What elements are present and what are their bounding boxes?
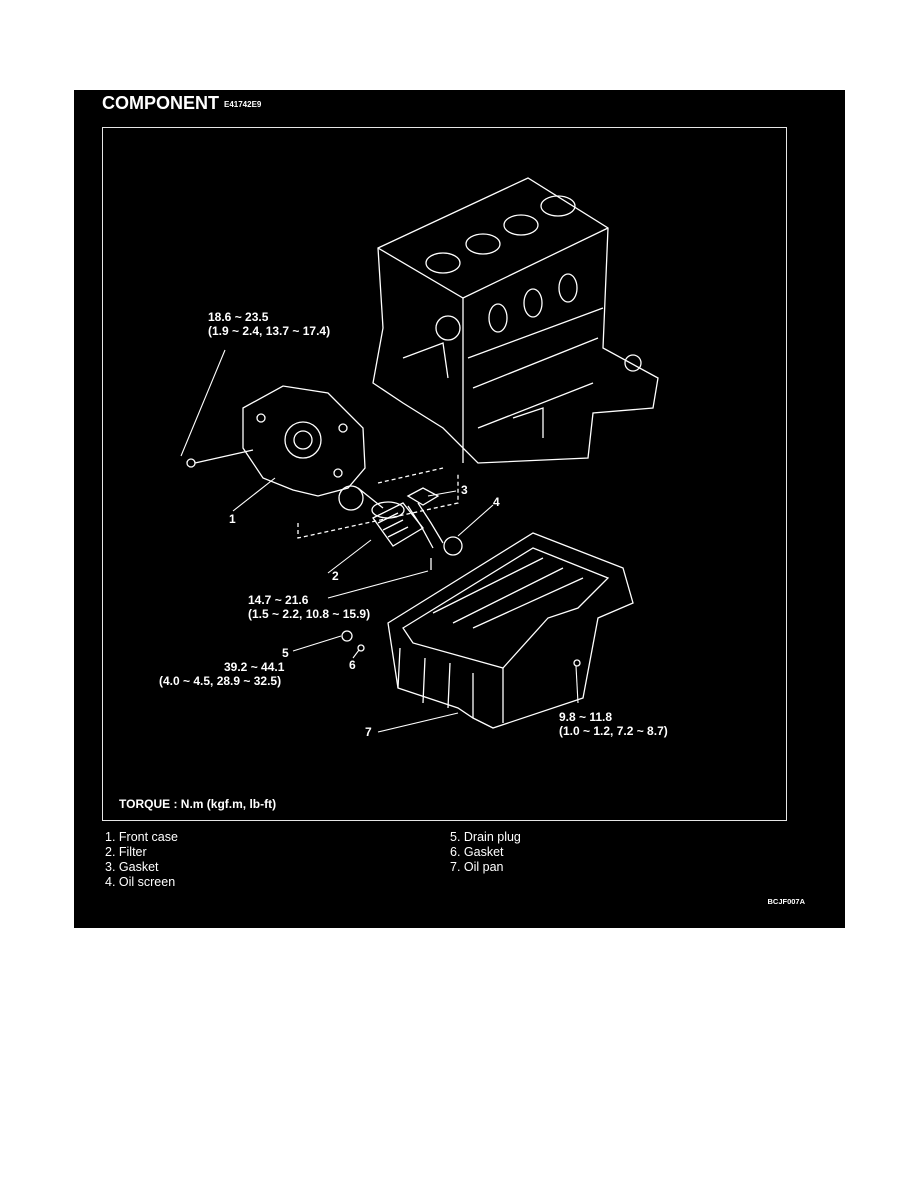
oil-pan-illustration (341, 532, 634, 729)
legend-left: 1. Front case 2. Filter 3. Gasket 4. Oil… (105, 830, 178, 890)
section-title: COMPONENT (102, 93, 219, 113)
diagram-frame: 18.6 ~ 23.5 (1.9 ~ 2.4, 13.7 ~ 17.4) 1 2… (102, 127, 787, 821)
oil-screen-illustration (407, 502, 463, 570)
callout-4: 4 (493, 495, 500, 509)
legend-item: 4. Oil screen (105, 875, 176, 889)
torque-front-case-bolt-alt: (1.9 ~ 2.4, 13.7 ~ 17.4) (208, 324, 331, 338)
callout-5: 5 (282, 646, 289, 660)
legend-item: 5. Drain plug (450, 830, 521, 844)
component-panel: COMPONENT E41742E9 (74, 90, 845, 928)
callout-1: 1 (229, 512, 236, 526)
callout-2: 2 (332, 569, 339, 583)
torque-oil-screen-bolt-value: 14.7 ~ 21.6 (248, 593, 309, 607)
callout-7: 7 (365, 725, 372, 739)
section-code: E41742E9 (224, 100, 262, 109)
gasket-illustration (406, 487, 440, 506)
leader-lines (180, 349, 579, 733)
torque-drain-plug-alt: (4.0 ~ 4.5, 28.9 ~ 32.5) (159, 674, 282, 688)
front-case-illustration (186, 385, 384, 511)
torque-oil-pan-bolt-value: 9.8 ~ 11.8 (559, 710, 613, 724)
filter-illustration (371, 501, 424, 547)
legend-right: 5. Drain plug 6. Gasket 7. Oil pan (450, 830, 521, 875)
legend-item: 1. Front case (105, 830, 178, 844)
torque-front-case-bolt-value: 18.6 ~ 23.5 (208, 310, 269, 324)
legend-item: 3. Gasket (105, 860, 159, 874)
legend-item: 7. Oil pan (450, 860, 504, 874)
torque-drain-plug-value: 39.2 ~ 44.1 (224, 660, 285, 674)
figure-id: BCJF007A (767, 897, 805, 906)
callout-6: 6 (349, 658, 356, 672)
legend-item: 6. Gasket (450, 845, 504, 859)
exploded-view-drawing (180, 177, 659, 733)
torque-oil-screen-bolt-alt: (1.5 ~ 2.2, 10.8 ~ 15.9) (248, 607, 371, 621)
engine-block-illustration (372, 177, 659, 464)
callout-3: 3 (461, 483, 468, 497)
torque-oil-pan-bolt-alt: (1.0 ~ 1.2, 7.2 ~ 8.7) (559, 724, 668, 738)
legend-item: 2. Filter (105, 845, 147, 859)
torque-units-note: TORQUE : N.m (kgf.m, lb-ft) (119, 797, 277, 811)
